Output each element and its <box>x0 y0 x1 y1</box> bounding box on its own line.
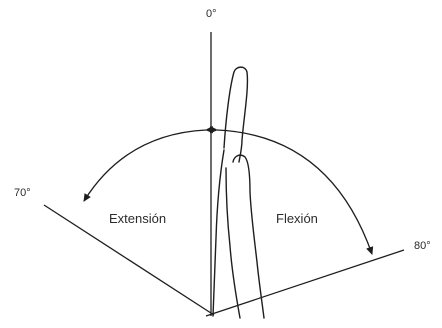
zero-degree-label: 0° <box>206 8 217 20</box>
seventy-degree-label: 70° <box>14 187 31 199</box>
eighty-degree-label: 80° <box>414 240 431 252</box>
extension-limit-line <box>43 204 215 316</box>
hand-outline <box>212 66 265 319</box>
flexion-arc-arrow <box>209 125 374 255</box>
flexion-label: Flexión <box>276 211 318 226</box>
flexion-limit-line <box>205 249 405 317</box>
extension-arc-arrow <box>83 125 214 202</box>
extension-label: Extensión <box>109 211 167 226</box>
